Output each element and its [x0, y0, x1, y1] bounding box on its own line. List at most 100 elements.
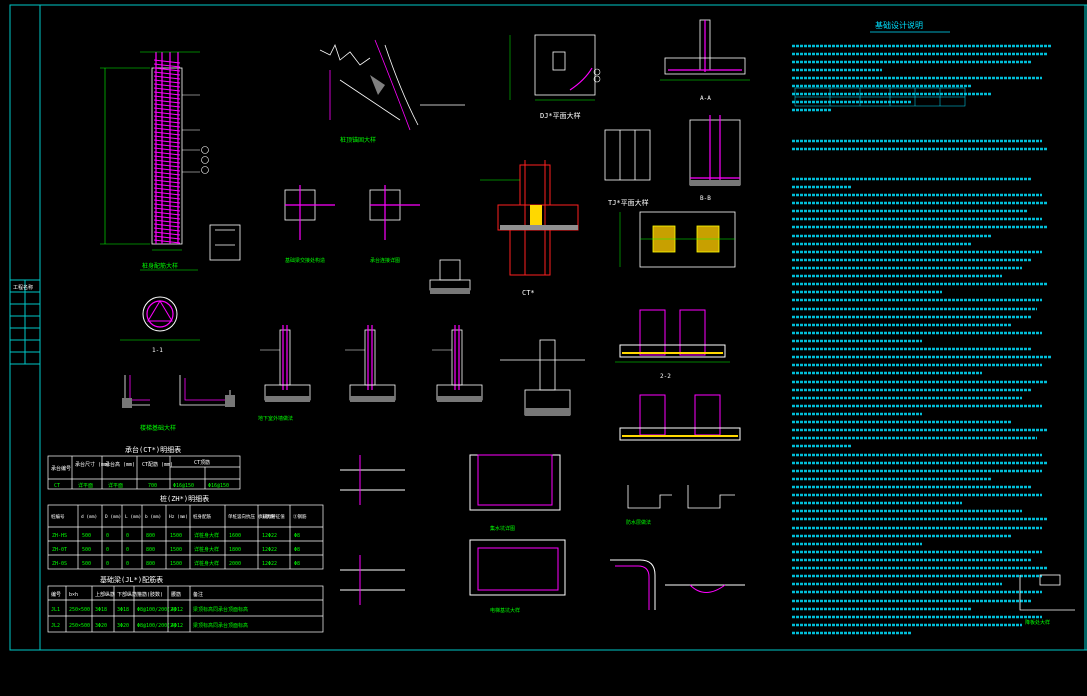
table-jl-cell: Φ8@100/200(2)	[137, 623, 176, 629]
dj-plan-title: DJ*平面大样	[540, 111, 581, 120]
table-jl-cell: 4Φ12	[171, 623, 183, 629]
notes-title: 基础设计说明	[875, 20, 923, 30]
table-jl-header: 下部纵筋	[117, 591, 137, 598]
table-jl-header: 备注	[193, 591, 203, 598]
table-zh-cell: ZH-0T	[52, 547, 67, 553]
table-zh-cell: 12Φ22	[262, 547, 277, 553]
table-zh: 桩(ZH*)明细表	[47, 494, 324, 570]
pile-cross-section: 1-1	[120, 296, 200, 354]
table-ct-h0: 承台编号	[51, 465, 71, 472]
table-zh-cell: 0	[106, 533, 109, 539]
beam-joint-details	[209, 185, 420, 261]
table-zh-header: D (mm)	[105, 514, 121, 520]
table-jl-header: 箍筋(肢数)	[137, 591, 163, 598]
table-zh-header: 桩身配筋	[193, 513, 211, 520]
pile-top-anchorage-detail	[319, 39, 465, 131]
section-bb-detail	[604, 115, 741, 186]
table-jl-header: 腰筋	[171, 591, 181, 598]
table-zh-cell: 0	[126, 533, 129, 539]
table-zh-cell: 0	[126, 561, 129, 567]
section-bb-label: B-B	[700, 195, 711, 202]
table-zh-cell: 500	[82, 547, 91, 553]
table-zh-cell: 1800	[229, 547, 241, 553]
sheet-frame	[9, 4, 1087, 651]
section-foundation-1	[615, 309, 730, 363]
table-zh-header: 桩编号	[51, 513, 65, 520]
table-ct-c3: 700	[148, 483, 157, 489]
pit1-caption: 集水坑详图	[490, 525, 515, 532]
table-zh-header: ①钢筋	[261, 513, 275, 520]
bend-detail	[610, 559, 745, 610]
wall-details-row	[260, 325, 483, 402]
step-details	[627, 485, 735, 509]
table-zh-cell: 详桩身大样	[194, 532, 219, 539]
table-ct: 承台(CT*)明细表 承台编号 承台尺寸 (mm) 承台高 (mm) CT配筋 …	[47, 445, 241, 490]
side-detail	[1019, 574, 1075, 611]
table-jl-cell: 3Φ20	[117, 623, 129, 629]
table-jl-cell: 梁顶标高同承台顶面标高	[193, 622, 248, 629]
table-jl: 基础梁(JL*)配筋表	[47, 575, 324, 633]
table-jl-cell: 250×500	[69, 623, 90, 629]
table-zh-header: ②钢筋	[293, 513, 307, 520]
table-jl-cell: 3Φ18	[117, 607, 129, 613]
table-jl-cell: 3Φ20	[95, 623, 107, 629]
cap-joint-caption: 承台连接详图	[370, 257, 400, 264]
table-zh-header: L (mm)	[125, 514, 141, 520]
table-zh-cell: 500	[82, 533, 91, 539]
table-jl-title: 基础梁(JL*)配筋表	[100, 575, 163, 584]
table-zh-cell: Φ8	[294, 561, 300, 567]
tj-plan-detail	[619, 211, 736, 268]
waterproof-caption: 防水层做法	[626, 519, 651, 526]
table-jl-cell: 3Φ18	[95, 607, 107, 613]
table-jl-cell: Φ8@100/200(2)	[137, 607, 176, 613]
table-jl-cell: 250×500	[69, 607, 90, 613]
pile-top-caption: 桩顶锚固大样	[340, 136, 376, 144]
table-ct-c2: 详平面	[108, 482, 123, 489]
table-zh-cell: Φ8	[294, 533, 300, 539]
section-aa-label: A-A	[700, 95, 711, 102]
table-zh-cell: 800	[146, 533, 155, 539]
table-jl-header: 上部纵筋	[95, 591, 115, 598]
table-zh-cell: 0	[106, 561, 109, 567]
table-zh-cell: 详桩身大样	[194, 560, 219, 567]
table-zh-cell: 0	[126, 547, 129, 553]
ct-detail	[480, 160, 579, 276]
ct-title: CT*	[522, 289, 535, 297]
table-zh-cell: 1500	[170, 533, 182, 539]
title-block-label: 工程名称	[13, 284, 33, 291]
table-ct-c1: 详平面	[78, 482, 93, 489]
table-zh-cell: 12Φ22	[262, 561, 277, 567]
design-notes-text	[792, 44, 1052, 635]
table-zh-cell: 2000	[229, 561, 241, 567]
pile-reinforcement-detail: 桩身配筋大样	[100, 51, 209, 271]
table-zh-cell: 1500	[170, 547, 182, 553]
stair-caption: 楼梯基础大样	[140, 424, 176, 432]
table-ct-h2: 承台高 (mm)	[105, 461, 135, 468]
section-foundation-2	[619, 394, 741, 441]
table-zh-title: 桩(ZH*)明细表	[160, 494, 209, 503]
table-jl-cell: JL1	[51, 607, 60, 613]
table-jl-cell: 梁顶标高同承台顶面标高	[193, 606, 248, 613]
table-zh-cell: 1500	[170, 561, 182, 567]
table-zh-cell: ZH-HS	[52, 533, 67, 539]
pit2-caption: 电梯基坑大样	[490, 607, 520, 614]
table-zh-cell: 500	[82, 561, 91, 567]
wall-base-caption: 地下室外墙做法	[258, 415, 293, 422]
side-detail-caption: 降板处大样	[1025, 619, 1050, 626]
table-ct-h3: CT配筋 (mm)	[142, 461, 173, 468]
strip-footing-detail	[429, 259, 471, 294]
table-ct-c4: Φ16@150	[173, 483, 194, 489]
table-ct-c0: CT	[54, 483, 60, 489]
table-zh-cell: 800	[146, 547, 155, 553]
table-zh-cell: 详桩身大样	[194, 546, 219, 553]
section-aa-detail	[660, 19, 750, 81]
notes-table	[794, 87, 966, 107]
pit-details	[340, 454, 566, 605]
table-jl-cell: 4Φ12	[171, 607, 183, 613]
table-jl-header: 编号	[51, 591, 61, 598]
table-zh-cell: 1600	[229, 533, 241, 539]
table-zh-cell: ZH-0S	[52, 561, 67, 567]
table-zh-header: 单桩竖向抗压 承载力特征值	[228, 513, 285, 520]
table-zh-cell: Φ8	[294, 547, 300, 553]
